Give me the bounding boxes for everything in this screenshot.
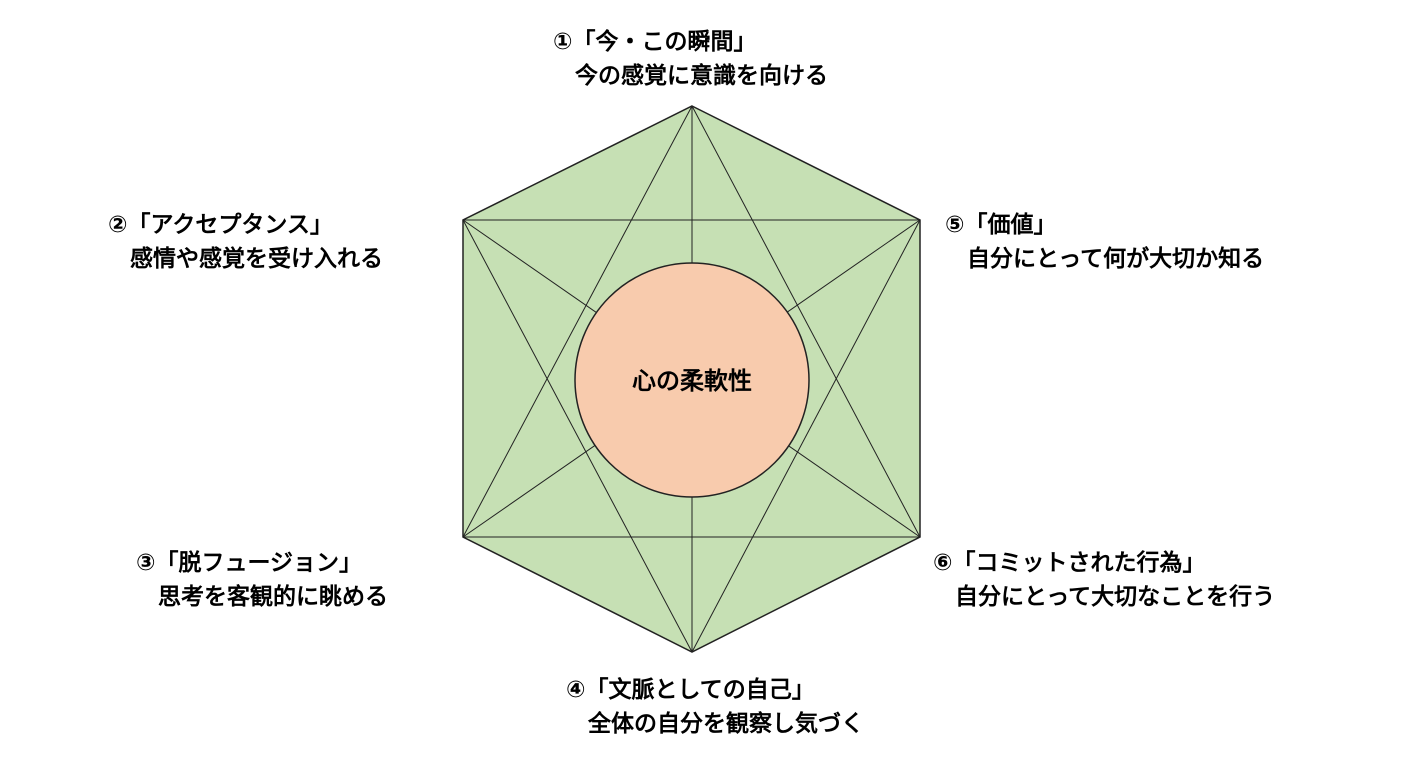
component-present-moment: ①「今・この瞬間」 今の感覚に意識を向ける — [553, 25, 828, 93]
component-title: ①「今・この瞬間」 — [553, 29, 757, 55]
component-committed-action: ⑥「コミットされた行為」 自分にとって大切なことを行う — [933, 546, 1275, 614]
component-values: ⑤「価値」 自分にとって何が大切か知る — [945, 208, 1264, 276]
component-title: ⑤「価値」 — [945, 212, 1057, 238]
hexagon-inner-line — [462, 219, 693, 653]
center-label: 心の柔軟性 — [632, 367, 752, 395]
component-title: ③「脱フュージョン」 — [136, 550, 363, 576]
center-circle — [574, 262, 810, 498]
component-description: 自分にとって大切なことを行う — [955, 584, 1276, 610]
component-description: 全体の自分を観察し気づく — [588, 711, 864, 737]
component-description: 自分にとって何が大切か知る — [967, 246, 1265, 272]
hexagon-inner-line — [691, 105, 921, 538]
component-defusion: ③「脱フュージョン」 思考を客観的に眺める — [136, 546, 388, 614]
component-description: 思考を客観的に眺める — [158, 584, 388, 610]
component-acceptance: ②「アクセプタンス」 感情や感覚を受け入れる — [108, 208, 383, 276]
component-title: ②「アクセプタンス」 — [108, 212, 333, 238]
hexagon-inner-line — [691, 219, 921, 653]
component-self-as-context: ④「文脈としての自己」 全体の自分を観察し気づく — [566, 673, 864, 741]
component-description: 今の感覚に意識を向ける — [575, 63, 828, 89]
component-title: ⑥「コミットされた行為」 — [933, 550, 1206, 576]
component-description: 感情や感覚を受け入れる — [130, 246, 383, 272]
component-title: ④「文脈としての自己」 — [566, 677, 815, 703]
hexagon-inner-line — [462, 105, 693, 538]
